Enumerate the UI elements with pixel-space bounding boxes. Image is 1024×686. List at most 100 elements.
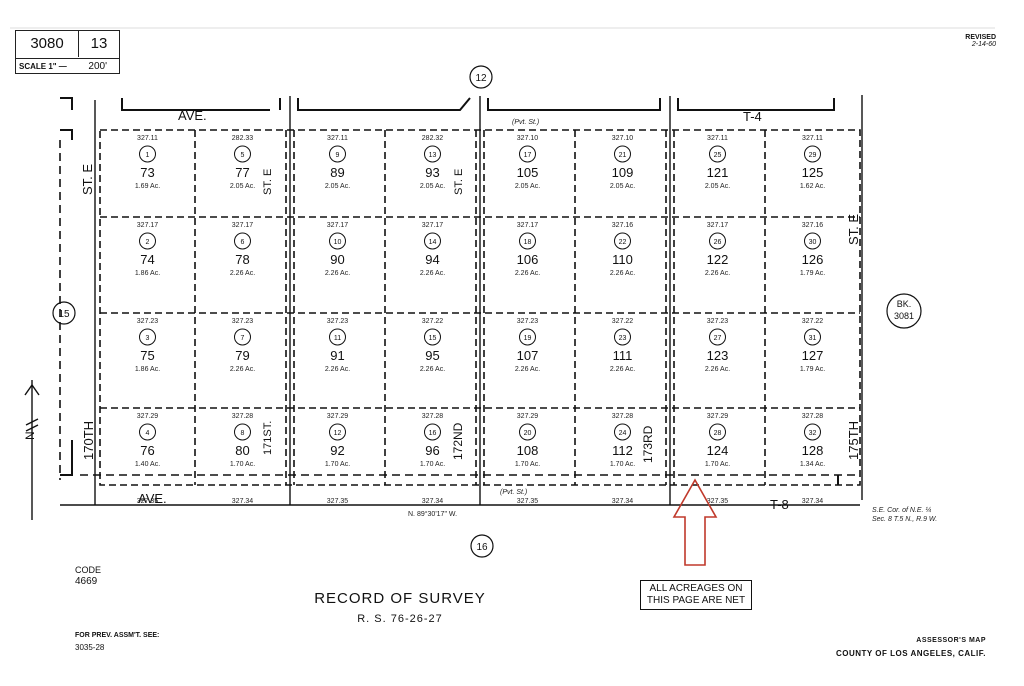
lot-acreage: 2.26 Ac. — [230, 366, 255, 373]
lot-width: 327.11 — [137, 135, 158, 142]
lot-circle-number: 22 — [619, 239, 627, 246]
parcel-number: 90 — [330, 252, 344, 267]
lot-width: 327.17 — [327, 222, 349, 229]
lot-acreage: 1.70 Ac. — [705, 461, 730, 468]
lot-acreage: 2.26 Ac. — [705, 366, 730, 373]
lot-width: 327.10 — [517, 135, 539, 142]
lot-acreage: 1.70 Ac. — [610, 461, 635, 468]
revised-stamp: REVISED 2-14-60 — [965, 34, 996, 48]
lot-width: 327.11 — [707, 135, 728, 142]
parcel-number: 77 — [235, 165, 249, 180]
lot-circle — [234, 232, 251, 250]
lot-circle-number: 14 — [429, 239, 437, 246]
lot-circle — [519, 232, 536, 250]
lot-grid — [99, 129, 861, 486]
lot-width: 282.32 — [422, 135, 444, 142]
lot-circle — [614, 232, 631, 250]
lot-acreage: 2.26 Ac. — [420, 270, 445, 277]
north-arrow-icon — [24, 380, 40, 520]
lot-circle — [614, 423, 631, 441]
lot-circle — [139, 145, 156, 163]
lot-circle — [709, 423, 726, 441]
code-block: CODE 4669 — [75, 565, 101, 587]
lot-acreage: 2.26 Ac. — [515, 366, 540, 373]
corner-note-line2: Sec. 8 T.5 N., R.9 W. — [872, 516, 937, 523]
lot-width: 327.22 — [612, 318, 634, 325]
parcel-number: 124 — [707, 443, 729, 458]
bottom-width: 327.34 — [612, 498, 634, 505]
street-171st: 171ST. — [262, 421, 274, 455]
assessor-line1: ASSESSOR'S MAP — [916, 637, 986, 644]
lot-width: 327.28 — [802, 413, 824, 420]
lot-acreage: 2.26 Ac. — [610, 366, 635, 373]
street-170th: 170TH — [81, 421, 96, 460]
lot-circle-number: 12 — [334, 430, 342, 437]
revised-date: 2-14-60 — [971, 41, 996, 48]
record-title: RECORD OF SURVEY — [314, 590, 486, 607]
lot-width: 327.22 — [802, 318, 824, 325]
lot-width: 327.23 — [707, 318, 729, 325]
lot-circle — [519, 423, 536, 441]
lot-acreage: 2.05 Ac. — [705, 183, 730, 190]
lot-acreage: 1.70 Ac. — [230, 461, 255, 468]
parcel-number: 126 — [802, 252, 824, 267]
pvt-st-top: (Pvt. St.) — [512, 119, 539, 126]
lot-width: 327.17 — [422, 222, 444, 229]
lot-circle — [709, 232, 726, 250]
parcel-number: 75 — [140, 348, 154, 363]
assessor-caption: ASSESSOR'S MAP COUNTY OF LOS ANGELES, CA… — [836, 634, 986, 660]
adjacent-top: 12 — [469, 65, 493, 89]
parcel-number: 121 — [707, 165, 729, 180]
lot-width: 327.10 — [612, 135, 634, 142]
parcel-number: 122 — [707, 252, 729, 267]
lot-circle — [709, 328, 726, 346]
lot-circle-number: 20 — [524, 430, 532, 437]
lot-circle — [424, 328, 441, 346]
record-of-survey: RECORD OF SURVEY R. S. 76-26-27 — [300, 590, 500, 625]
parcel-number: 123 — [707, 348, 729, 363]
lot-circle-number: 13 — [429, 152, 437, 159]
lot-circle — [519, 145, 536, 163]
prev-label: FOR PREV. ASSM'T. SEE: — [75, 632, 160, 639]
lot-acreage: 2.05 Ac. — [325, 183, 350, 190]
lot-circle-number: 32 — [809, 430, 817, 437]
street-172nd: 172ND — [451, 422, 465, 460]
lot-width: 327.28 — [422, 413, 444, 420]
lot-width: 327.23 — [232, 318, 254, 325]
lot-width: 282.33 — [232, 135, 254, 142]
lot-circle-number: 21 — [619, 152, 627, 159]
lot-width: 327.22 — [422, 318, 444, 325]
parcel-number: 111 — [613, 348, 633, 363]
code-value: 4669 — [75, 576, 98, 587]
street-st-e-mid2: ST. E — [453, 169, 465, 195]
lot-circle — [329, 423, 346, 441]
lot-circle-number: 2 — [146, 239, 150, 246]
adjacent-left-label: 15 — [58, 309, 70, 320]
lot-circle-number: 9 — [336, 152, 340, 159]
lot-circle — [614, 328, 631, 346]
lot-circle-number: 24 — [619, 430, 627, 437]
parcel-number: 125 — [802, 165, 824, 180]
lot-acreage: 1.34 Ac. — [800, 461, 825, 468]
lot-acreage: 2.05 Ac. — [420, 183, 445, 190]
parcel-number: 95 — [425, 348, 439, 363]
adjacent-bottom: 16 — [470, 534, 494, 558]
parcel-number: 110 — [612, 252, 633, 267]
note-line2: THIS PAGE ARE NET — [646, 595, 746, 606]
parcel-number: 76 — [140, 443, 154, 458]
lot-width: 327.17 — [517, 222, 539, 229]
lot-width: 327.16 — [802, 222, 824, 229]
